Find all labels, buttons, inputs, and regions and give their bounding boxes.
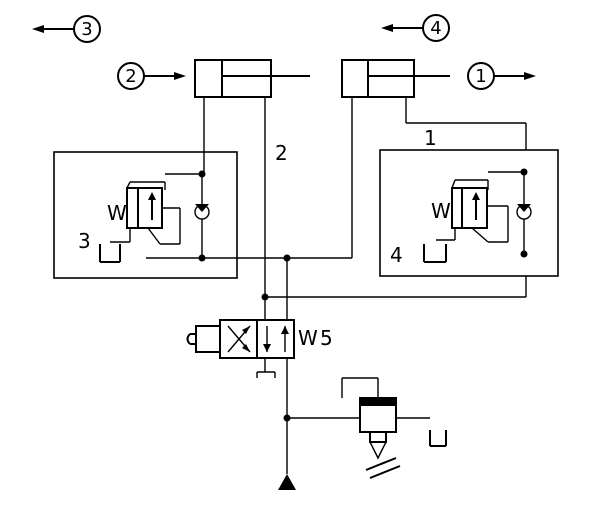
spring-symbol-right: W (431, 199, 451, 223)
callout-4: 4 (381, 14, 450, 42)
callout-1: 1 (467, 62, 536, 90)
callout-2: 2 (117, 62, 186, 90)
callout-1-label: 1 (475, 66, 486, 87)
label-2: 2 (275, 141, 288, 165)
spring-symbol-valve: W (298, 326, 318, 350)
callout-4-label: 4 (430, 18, 441, 39)
right-sequence-valve-box: W 4 (379, 149, 559, 277)
right-cylinder (341, 59, 450, 98)
spring-symbol-left: W (107, 201, 127, 225)
relief-valve (341, 377, 447, 479)
piping (203, 97, 527, 474)
label-1: 1 (424, 126, 437, 150)
label-5: 5 (320, 326, 333, 350)
label-3: 3 (78, 229, 91, 253)
callout-2-label: 2 (125, 66, 136, 87)
label-4: 4 (390, 243, 403, 267)
pump-triangle (278, 474, 296, 490)
directional-valve: W 5 (186, 319, 333, 359)
left-sequence-valve-box: W 3 (53, 151, 238, 279)
left-cylinder (194, 59, 310, 98)
callout-3: 3 (32, 15, 101, 43)
callout-3-label: 3 (81, 19, 92, 40)
